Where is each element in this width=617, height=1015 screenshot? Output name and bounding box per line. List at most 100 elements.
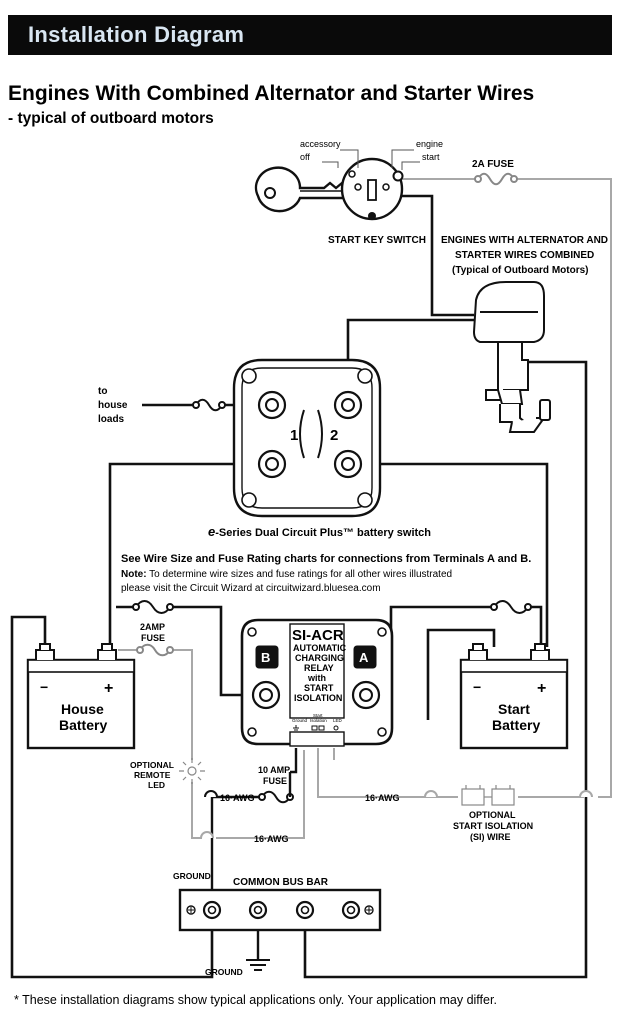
house-battery-line2: Battery	[59, 717, 107, 733]
relay-pin-start-1: Start	[313, 713, 323, 718]
bus-bar-ground-top: GROUND	[173, 871, 211, 881]
relay-pin-start-2: Isolation	[310, 718, 327, 723]
relay-pin-icons	[293, 725, 339, 731]
note-line2-text: To determine wire sizes and fuse ratings…	[149, 569, 452, 580]
remote-led-line1: OPTIONAL	[130, 760, 174, 770]
switch-terminal-2-label: 2	[330, 427, 338, 444]
key-label-accessory: accessory	[300, 139, 341, 149]
relay-line6: ISOLATION	[294, 693, 342, 703]
wire-switch-to-house-positive	[108, 462, 272, 647]
banner-title: Installation Diagram	[28, 22, 245, 47]
awg-label-bottom: 16·AWG	[254, 834, 289, 844]
awg-label-middle: 16·AWG	[365, 793, 400, 803]
start-key-switch: accessory off engine start START KEY SWI…	[254, 139, 443, 246]
wire-start-positive-tail	[528, 605, 543, 647]
start-battery	[459, 643, 569, 750]
house-battery-plus: +	[104, 680, 113, 697]
relay-terminal-b-label: B	[261, 650, 270, 665]
key-switch-label: START KEY SWITCH	[328, 235, 426, 246]
start-battery-line2: Battery	[492, 717, 540, 733]
wire-crossings	[200, 790, 593, 839]
house-loads-line2: house	[98, 400, 128, 411]
page-title: Engines With Combined Alternator and Sta…	[8, 82, 535, 105]
wire-engine-to-start-negative	[303, 360, 588, 979]
fuse-start-a-symbol	[493, 600, 529, 614]
relay-terminal-b	[251, 680, 281, 710]
footnote: * These installation diagrams show typic…	[14, 993, 497, 1007]
battery-switch-caption: e-Series Dual Circuit Plus™ battery swit…	[208, 524, 431, 539]
note-label: Note:	[121, 569, 147, 580]
si-wire-line2: START ISOLATION	[453, 821, 533, 831]
switch-terminal	[257, 449, 287, 479]
battery-switch	[232, 358, 382, 518]
common-bus-bar	[178, 888, 382, 932]
switch-terminal	[333, 390, 363, 420]
start-battery-minus: −	[473, 679, 481, 695]
wire-start-negative-loop	[426, 628, 496, 720]
wire-2amp-to-led	[170, 649, 193, 760]
bus-terminal	[341, 900, 361, 920]
wire-led-bottom	[216, 750, 305, 839]
wire-house-negative-to-bus	[10, 615, 214, 979]
key-label-engine: engine	[416, 139, 443, 149]
relay-pin-ground: Ground	[292, 718, 308, 723]
wire-relay-ground	[290, 748, 298, 774]
engine-label-line3: (Typical of Outboard Motors)	[452, 265, 588, 276]
fuse-house-b-symbol	[135, 600, 171, 614]
fuse-2amp-symbol	[139, 643, 171, 657]
wire-si	[317, 748, 458, 798]
house-battery	[26, 643, 136, 750]
remote-led-line3: LED	[148, 780, 165, 790]
wire-led-to-bus	[191, 782, 202, 839]
remote-led-line2: REMOTE	[134, 770, 171, 780]
key-label-off: off	[300, 152, 310, 162]
switch-terminal-1-label: 1	[290, 427, 298, 444]
bus-bar-ground-bottom: GROUND	[205, 967, 243, 977]
led-icon	[179, 758, 205, 784]
page-subtitle: - typical of outboard motors	[8, 110, 214, 127]
si-wire-line3: (SI) WIRE	[470, 832, 511, 842]
switch-terminal	[333, 449, 363, 479]
bus-terminal	[202, 900, 222, 920]
bus-terminal	[295, 900, 315, 920]
key-icon	[254, 166, 354, 213]
house-battery-minus: −	[40, 679, 48, 695]
si-wire-line1: OPTIONAL	[469, 810, 516, 820]
fuse-10amp-symbol	[261, 790, 291, 804]
awg-label-left: 16·AWG	[220, 793, 255, 803]
house-loads-line1: to	[98, 386, 107, 397]
wire-switch-to-start-positive	[348, 462, 549, 647]
header-banner: Installation Diagram	[8, 15, 612, 55]
ground-symbol-icon	[246, 959, 270, 971]
engine-label-line1: ENGINES WITH ALTERNATOR AND	[441, 235, 608, 246]
note-line2: Note: To determine wire sizes and fuse r…	[121, 569, 452, 580]
relay-title: SI-ACR	[292, 627, 344, 644]
note-line3: please visit the Circuit Wizard at circu…	[121, 583, 381, 594]
house-loads-line3: loads	[98, 414, 125, 425]
house-battery-line1: House	[61, 701, 104, 717]
start-battery-line1: Start	[498, 701, 530, 717]
fuse-2a-label: 2A FUSE	[472, 159, 514, 170]
fuse-2a-symbol	[477, 172, 515, 186]
relay-line3: RELAY	[304, 663, 334, 673]
relay-line1: AUTOMATIC	[293, 643, 347, 653]
engine-label-line2: STARTER WIRES COMBINED	[455, 250, 594, 261]
fuse-10amp-line1: 10 AMP	[258, 765, 290, 775]
fuse-2amp-line2: FUSE	[141, 633, 165, 643]
start-battery-plus: +	[537, 680, 546, 697]
outboard-engine	[472, 281, 551, 434]
wires	[10, 178, 612, 979]
note-line1: See Wire Size and Fuse Rating charts for…	[121, 553, 531, 565]
battery-switch-caption-prefix: e	[208, 524, 215, 539]
relay-pin-led: LED	[333, 718, 343, 723]
si-wire-cells	[461, 785, 515, 806]
bus-terminal	[248, 900, 268, 920]
relay-terminal-a	[351, 680, 381, 710]
key-label-start: start	[422, 152, 440, 162]
battery-switch-caption-text: -Series Dual Circuit Plus™ battery switc…	[215, 527, 431, 539]
relay-line4: with	[307, 673, 326, 683]
wire-fuse-2a-to-si	[514, 178, 612, 798]
fuse-10amp-line2: FUSE	[263, 776, 287, 786]
bus-bar-label: COMMON BUS BAR	[233, 877, 329, 888]
